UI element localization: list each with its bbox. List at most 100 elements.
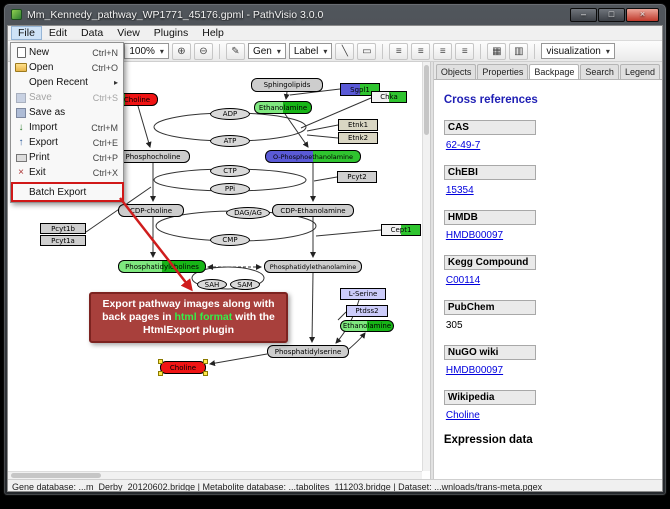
horizontal-scrollbar[interactable] <box>8 471 422 479</box>
splitter[interactable] <box>429 62 434 479</box>
pathway-node[interactable]: Phosphatidylethanolamine <box>264 260 362 273</box>
pathway-node[interactable]: Pcyt2 <box>337 171 377 183</box>
menu-item-print[interactable]: Print Ctrl+P <box>11 150 123 165</box>
menu-file[interactable]: File <box>11 26 42 40</box>
pathway-node[interactable]: SAH <box>197 279 227 290</box>
tab-search[interactable]: Search <box>580 64 619 79</box>
menu-item-batch-export[interactable]: Batch Export <box>11 185 123 200</box>
minimize-button[interactable]: – <box>570 7 597 22</box>
zoom-out-button[interactable]: ⊖ <box>193 42 213 60</box>
pathway-node[interactable]: PPi <box>210 183 250 195</box>
pathway-node[interactable]: Phosphatidylserine <box>267 345 349 358</box>
toolbar-separator <box>534 43 536 59</box>
menu-item-open[interactable]: Open Ctrl+O <box>11 60 123 75</box>
menu-item-import[interactable]: ↓ Import Ctrl+M <box>11 120 123 135</box>
align-top-button[interactable]: ≡ <box>433 42 453 60</box>
shape-tool-button[interactable]: ▭ <box>357 42 377 60</box>
pathway-canvas[interactable]: Sphingolipids Sgpl1 Choline Ethanolamine… <box>8 62 430 479</box>
selection-handle[interactable] <box>203 359 208 364</box>
tab-properties[interactable]: Properties <box>477 64 529 79</box>
menu-item-exit[interactable]: × Exit Ctrl+X <box>11 165 123 180</box>
vertical-scrollbar[interactable] <box>421 62 430 471</box>
xref-link-cas[interactable]: 62-49-7 <box>445 140 481 151</box>
open-folder-icon <box>13 63 29 72</box>
align-center-button[interactable]: ≡ <box>411 42 431 60</box>
window-title: Mm_Kennedy_pathway_WP1771_45176.gpml - P… <box>27 8 324 21</box>
window-body: File Edit Data View Plugins Help Zoom: 1… <box>7 25 663 492</box>
common-height-button[interactable]: ▥ <box>509 42 529 60</box>
menu-help[interactable]: Help <box>202 27 224 39</box>
label-tool-combobox[interactable]: Label ▾ <box>288 43 333 59</box>
close-button[interactable]: × <box>626 7 659 22</box>
menu-edit[interactable]: Edit <box>48 27 68 39</box>
pathway-node[interactable]: Ethanolamine <box>340 320 394 332</box>
pathway-node[interactable]: Phosphatidylcholines <box>118 260 206 273</box>
menu-plugins[interactable]: Plugins <box>153 27 189 39</box>
pathway-node[interactable]: Cept1 <box>381 224 421 236</box>
pathway-node[interactable]: O-Phosphoethanolamine <box>265 150 361 163</box>
align-bottom-button[interactable]: ≡ <box>455 42 475 60</box>
menu-item-new[interactable]: New Ctrl+N <box>11 45 123 60</box>
pathway-node[interactable]: Etnk1 <box>338 119 378 131</box>
menu-view[interactable]: View <box>117 27 140 39</box>
zoom-in-button[interactable]: ⊕ <box>171 42 191 60</box>
pathway-node[interactable]: SAM <box>230 279 260 290</box>
pathway-node[interactable]: Ptdss2 <box>346 305 388 317</box>
pathway-node[interactable]: ADP <box>210 108 250 120</box>
toolbar-separator <box>218 43 220 59</box>
scrollbar-thumb[interactable] <box>11 473 101 478</box>
app-icon <box>11 9 22 20</box>
align-left-button[interactable]: ≡ <box>389 42 409 60</box>
titlebar[interactable]: Mm_Kennedy_pathway_WP1771_45176.gpml - P… <box>4 4 666 25</box>
pathway-node[interactable]: ATP <box>210 135 250 147</box>
backpage-panel: Cross references CAS 62-49-7 ChEBI 15354… <box>433 80 662 479</box>
save-as-icon <box>13 107 29 118</box>
maximize-button[interactable]: □ <box>598 7 625 22</box>
expression-data-heading: Expression data <box>443 434 533 446</box>
tab-legend[interactable]: Legend <box>619 64 660 79</box>
pathway-node-selected[interactable]: Choline <box>158 359 208 376</box>
menu-item-open-recent[interactable]: Open Recent ▸ <box>11 75 123 90</box>
pathway-node[interactable]: Pcyt1a <box>40 235 86 246</box>
pathway-node[interactable]: Phosphocholine <box>116 150 190 163</box>
gene-node-combobox[interactable]: Gen ▾ <box>247 43 286 59</box>
xref-link-hmdb[interactable]: HMDB00097 <box>445 230 504 241</box>
visualization-combobox[interactable]: visualization ▾ <box>541 43 615 59</box>
selection-handle[interactable] <box>158 371 163 376</box>
app-window: Mm_Kennedy_pathway_WP1771_45176.gpml - P… <box>3 3 667 496</box>
selection-handle[interactable] <box>203 371 208 376</box>
menu-item-label: Batch Export <box>29 187 87 198</box>
tab-objects[interactable]: Objects <box>435 64 477 79</box>
menu-separator <box>14 182 120 183</box>
scrollbar-thumb[interactable] <box>423 65 429 135</box>
menu-item-export[interactable]: ↑ Export Ctrl+E <box>11 135 123 150</box>
xref-section-nugo: NuGO wiki <box>443 345 536 360</box>
line-tool-button[interactable]: ╲ <box>335 42 355 60</box>
pathway-node[interactable]: L-Serine <box>340 288 386 300</box>
pathway-node[interactable]: CTP <box>210 165 250 177</box>
menu-item-save[interactable]: Save Ctrl+S <box>11 90 123 105</box>
xref-link-chebi[interactable]: 15354 <box>445 185 474 196</box>
pathway-node[interactable]: Sgpl1 <box>340 83 380 96</box>
common-width-button[interactable]: ▦ <box>487 42 507 60</box>
pathway-node[interactable]: Sphingolipids <box>251 78 323 92</box>
pathway-node[interactable]: Ethanolamine <box>254 101 312 114</box>
pencil-tool-button[interactable]: ✎ <box>225 42 245 60</box>
pathway-node[interactable]: Pcyt1b <box>40 223 86 234</box>
xref-link-nugo[interactable]: HMDB00097 <box>445 365 504 376</box>
pathway-node[interactable]: CDP-Ethanolamine <box>272 204 354 217</box>
pathway-node[interactable]: Etnk2 <box>338 132 378 144</box>
xref-link-wikipedia[interactable]: Choline <box>445 410 480 421</box>
pathway-node[interactable]: CDP-choline <box>118 204 184 217</box>
tab-backpage[interactable]: Backpage <box>529 64 580 79</box>
zoom-combobox[interactable]: 100% ▾ <box>124 43 169 59</box>
selection-handle[interactable] <box>158 359 163 364</box>
pathway-node[interactable]: DAG/AG <box>226 207 270 219</box>
menu-data[interactable]: Data <box>81 27 104 39</box>
pathway-node[interactable]: CMP <box>210 234 250 246</box>
pathway-node[interactable]: Chka <box>371 91 407 103</box>
xref-link-kegg[interactable]: C00114 <box>445 275 481 286</box>
menu-item-shortcut: Ctrl+N <box>92 47 118 58</box>
callout-highlight: html format <box>174 310 233 323</box>
menu-item-save-as[interactable]: Save as <box>11 105 123 120</box>
